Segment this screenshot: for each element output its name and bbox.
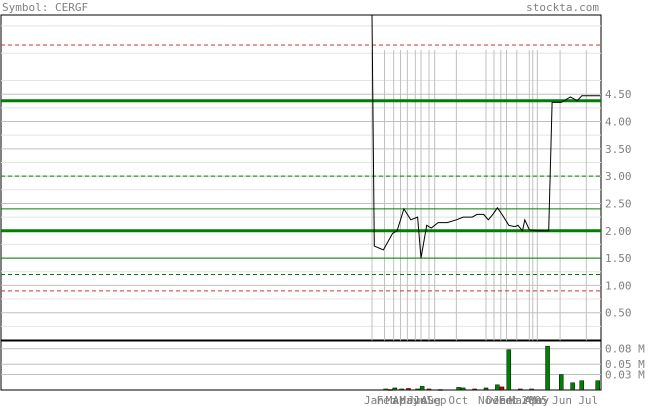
- volume-bar: [387, 389, 393, 391]
- volume-bar: [399, 388, 404, 391]
- price-axis-ticks: 4.50 4.00 3.50 3.00 2.50 2.00 1.50 1.00 0.50: [605, 88, 632, 319]
- month-tick-label: Feb: [499, 394, 519, 406]
- volume-panel: 0.08 M 0.05 M0.03 M: [0, 340, 645, 391]
- volume-bar: [415, 388, 420, 391]
- month-tick-label: Mar: [509, 394, 529, 406]
- price-tick-label: 4.50: [605, 88, 632, 101]
- month-tick-label: May: [399, 394, 419, 406]
- volume-bar: [483, 387, 489, 391]
- month-tick-label: Mar: [386, 394, 406, 406]
- month-tick-label: Dec: [486, 394, 506, 406]
- month-tick-label: 2005: [521, 394, 548, 406]
- price-tick-label: 1.50: [605, 252, 632, 265]
- month-tick-label: Oct: [448, 394, 468, 406]
- volume-bar: [529, 388, 534, 391]
- volume-bar: [499, 386, 505, 391]
- volume-bar: [495, 384, 500, 391]
- volume-bar: [558, 374, 564, 391]
- volume-bar: [545, 345, 550, 391]
- price-tick-label: 1.00: [605, 279, 632, 292]
- volume-bar: [595, 380, 600, 391]
- month-tick-label: Jun: [552, 394, 572, 406]
- month-tick-label: Apr: [393, 394, 413, 406]
- volume-tick-label: 0.08 M: [605, 343, 645, 356]
- price-tick-label: 0.50: [605, 307, 632, 320]
- price-tick-label: 2.50: [605, 197, 632, 210]
- month-tick-label: Jul: [413, 394, 433, 406]
- symbol-label: Symbol: CERGF: [2, 1, 88, 14]
- volume-bar: [383, 388, 388, 391]
- volume-bar: [460, 387, 466, 391]
- month-tick-label: Jun: [407, 394, 427, 406]
- price-tick-label: 2.00: [605, 225, 632, 238]
- price-line: [371, 14, 600, 259]
- volume-bar: [419, 386, 425, 391]
- price-tick-label: 3.00: [605, 170, 632, 183]
- volume-grid: [1, 348, 601, 376]
- month-tick-label: Aug: [421, 394, 441, 406]
- site-label: stockta.com: [526, 1, 599, 14]
- volume-bar: [426, 388, 432, 391]
- volume-tick-label: 0.05 M: [605, 358, 645, 371]
- volume-bar: [579, 380, 585, 391]
- month-tick-label: Nov: [478, 394, 498, 406]
- month-tick-label: Jul: [578, 394, 598, 406]
- month-tick-label: Jan: [493, 394, 513, 406]
- volume-bars: [383, 345, 600, 391]
- volume-bar: [406, 388, 411, 391]
- volume-bar: [392, 387, 398, 391]
- volume-bar: [506, 349, 512, 391]
- volume-axis-ticks: 0.08 M 0.05 M0.03 M: [605, 343, 645, 382]
- volume-bar: [517, 388, 523, 391]
- price-panel-frame: [0, 14, 602, 341]
- month-tick-label: Sep: [427, 394, 447, 406]
- volume-bar: [570, 382, 575, 391]
- month-tick-label: Apr: [525, 394, 545, 406]
- volume-bar: [472, 388, 477, 391]
- price-tick-label: 4.00: [605, 116, 632, 129]
- month-tick-label: May: [529, 394, 549, 406]
- volume-bar: [438, 389, 443, 391]
- month-tick-label: Feb: [377, 394, 397, 406]
- support-resistance-levels: [1, 44, 601, 292]
- volume-tick-label: 0.03 M: [605, 369, 645, 382]
- price-panel: 4.50 4.00 3.50 3.00 2.50 2.00 1.50 1.00 0.50: [0, 14, 632, 390]
- month-tick-label: Jan: [364, 394, 384, 406]
- price-tick-label: 3.50: [605, 143, 632, 156]
- volume-bar: [456, 387, 461, 391]
